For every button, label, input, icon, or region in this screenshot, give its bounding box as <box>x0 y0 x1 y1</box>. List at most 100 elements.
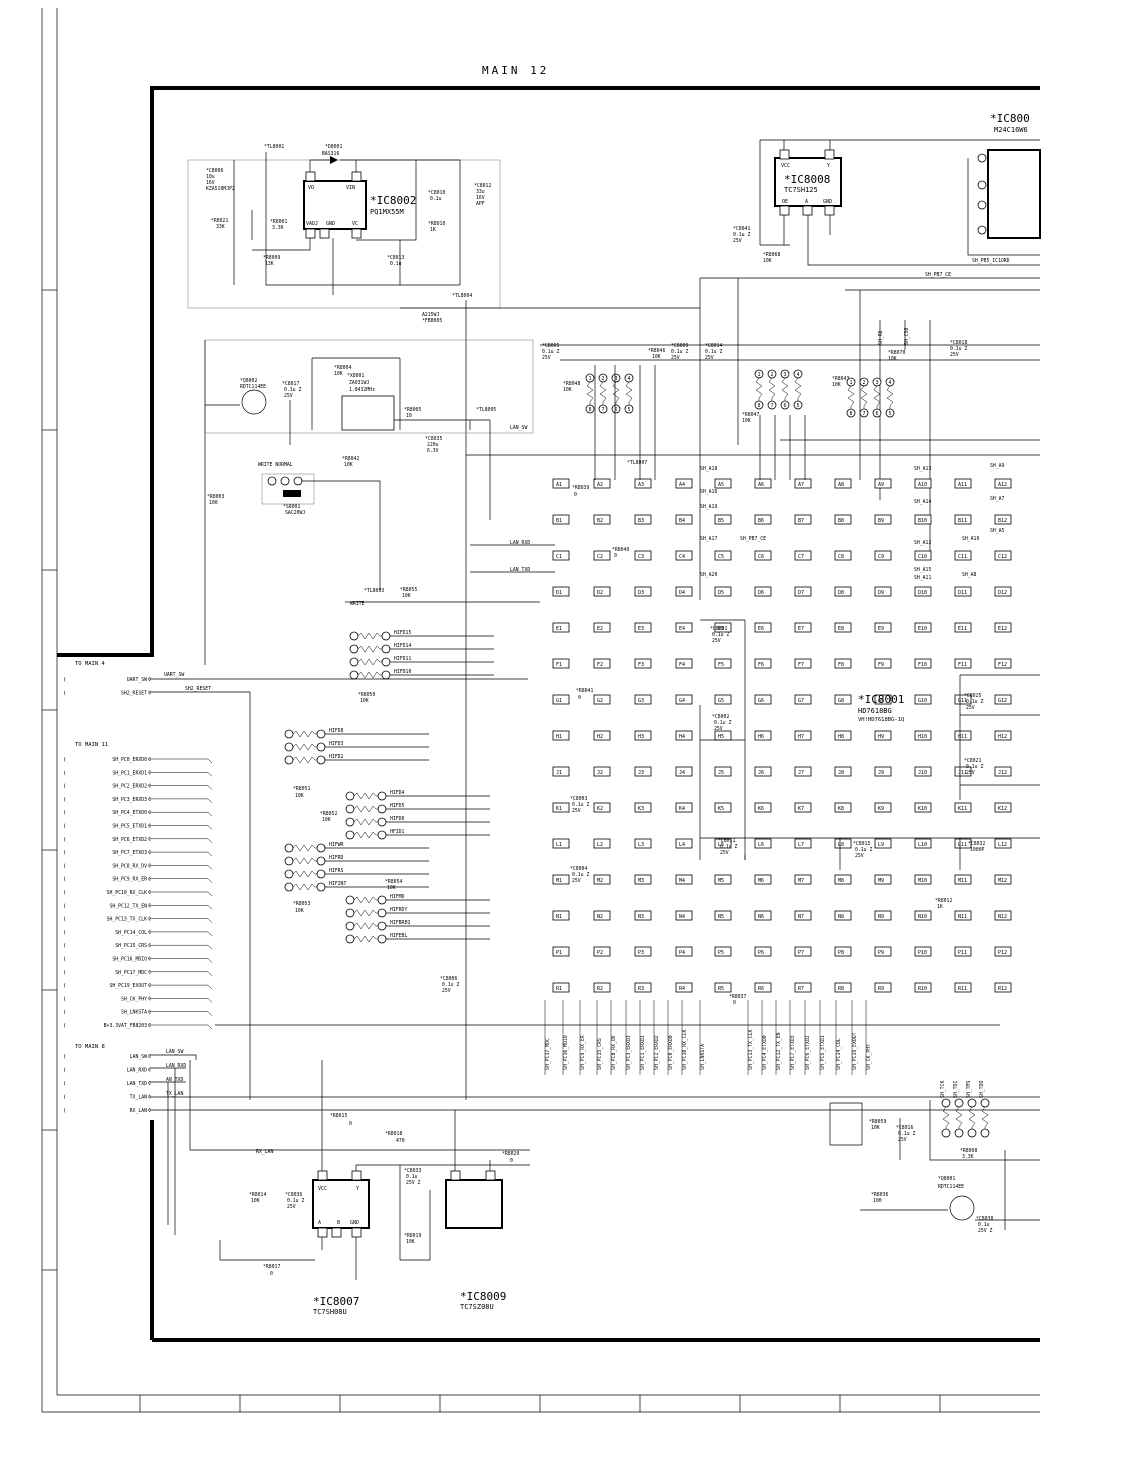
c8004-ref: *C8004 <box>570 866 587 872</box>
bga-pad-label: E6 <box>758 626 764 632</box>
c8001-ref: *C8001 <box>710 626 727 632</box>
bga-pad-label: L7 <box>798 842 804 848</box>
bga-pad-B9: B9 <box>874 514 892 525</box>
net-sh_pc17_mdc: SH_PC17_MDC <box>545 1038 551 1070</box>
bga-pad-M1: M1 <box>552 874 570 885</box>
bga-pad-N4: N4 <box>675 910 693 921</box>
bga-pad-F11: F11 <box>954 658 972 669</box>
ic8001-part: HD7618BG <box>858 707 892 715</box>
c8009-value: 0.1u Z <box>671 349 688 355</box>
net-sh_a19: SH_A19 <box>700 504 717 510</box>
net-sh_a10: SH_A10 <box>962 536 979 542</box>
bga-pad-B3: B3 <box>634 514 652 525</box>
bga-pad-label: L12 <box>998 842 1007 848</box>
net-sh_pc13_tx_clk: SH_PC13_TX_CLK <box>748 1029 754 1070</box>
ic8007-pin-gnd: GND <box>350 1220 359 1226</box>
port-heading: TO MAIN 8 <box>75 1044 105 1050</box>
svg-text:5: 5 <box>628 407 631 413</box>
bga-pad-label: L4 <box>679 842 685 848</box>
r8020-value: 0 <box>510 1158 513 1164</box>
bga-pad-A10: A10 <box>914 478 932 489</box>
net-sh_a13: SH_A13 <box>914 466 931 472</box>
c8036-voltage: 25V <box>287 1204 296 1210</box>
bga-pad-P3: P3 <box>634 946 652 957</box>
bga-pad-L1: L1 <box>552 838 570 849</box>
r8043-value: 10K <box>832 382 841 388</box>
svg-text:(: ( <box>63 770 66 776</box>
svg-text:(: ( <box>63 677 66 683</box>
r8048-value: 10K <box>563 387 572 393</box>
ic8008-ref: *IC8008 <box>784 173 830 186</box>
bga-pad-label: B1 <box>556 518 562 524</box>
bga-pad-label: M6 <box>758 878 764 884</box>
r8004-ref: *R8004 <box>334 365 351 371</box>
bga-pad-M12: M12 <box>994 874 1012 885</box>
port-signal-lan_txd: LAN_TXD <box>127 1081 147 1087</box>
bga-pad-label: M7 <box>798 878 804 884</box>
bga-pad-label: N8 <box>838 914 844 920</box>
net-hifrdy: HIFRDY <box>390 907 407 913</box>
net-sh_a16: SH_A16 <box>700 489 717 495</box>
bga-pad-label: C7 <box>798 554 804 560</box>
ic8007-pin-a: A <box>318 1220 321 1226</box>
bga-pad-label: R10 <box>918 986 927 992</box>
bga-pad-R12: R12 <box>994 982 1012 993</box>
r8041-value: 0 <box>578 695 581 701</box>
bga-pad-label: N7 <box>798 914 804 920</box>
c8016-value: 0.1u Z <box>898 1131 915 1137</box>
net-sh_pc12_tx_en: SH_PC12_TX_EN <box>776 1032 782 1070</box>
svg-text:(: ( <box>63 784 66 790</box>
bga-pad-G6: G6 <box>754 694 772 705</box>
svg-text:(: ( <box>63 890 66 896</box>
bga-pad-R6: R6 <box>754 982 772 993</box>
r8051-ref: *R8051 <box>293 786 310 792</box>
net-sh_a5: SH_A5 <box>990 528 1005 534</box>
c8021-value: 0.1u Z <box>966 764 983 770</box>
net-hifd10: HIFD10 <box>394 669 411 675</box>
svg-text:6: 6 <box>615 407 618 413</box>
bga-pad-label: F3 <box>638 662 644 668</box>
c8006-code: KZA510MJPZ <box>206 186 235 192</box>
bga-pad-C10: C10 <box>914 550 932 561</box>
bga-pad-label: E4 <box>679 626 685 632</box>
bga-pad-label: R3 <box>638 986 644 992</box>
bga-pad-P4: P4 <box>675 946 693 957</box>
address-net-labels: SH_A18SH_A16SH_A19SH_A17SH_A20SH_PB7_CES… <box>700 463 1005 581</box>
bga-pad-label: G5 <box>718 698 724 704</box>
bga-pad-label: D3 <box>638 590 644 596</box>
bga-pad-E8: E8 <box>834 622 852 633</box>
port-heading: TO MAIN 4 <box>75 661 105 667</box>
host-interface-nets: HIFD15HIFD14HIFD11HIFD10HIFD8HIFD3HIFD2H… <box>284 630 494 944</box>
c8025-value: 0.1u Z <box>966 699 983 705</box>
bga-pad-label: D5 <box>718 590 724 596</box>
bga-pad-D2: D2 <box>593 586 611 597</box>
ic8007-block: VCC Y A B GND *IC8007 TC7SH08U <box>312 1170 370 1316</box>
port-signal-sh_pc2_erxd2: SH_PC2_ERXD2 <box>112 784 147 790</box>
ic8001-ref: *IC8001 <box>858 693 904 706</box>
r8003-value: 100 <box>209 500 218 506</box>
eeprom-net: SH_PB5_IC1ORD <box>972 258 1010 264</box>
ic8007-pin-vcc: VCC <box>318 1186 327 1192</box>
bga-pad-D6: D6 <box>754 586 772 597</box>
d8001-value: BAS316 <box>322 151 339 157</box>
bga-pad-label: A11 <box>958 482 967 488</box>
bga-pad-label: H2 <box>597 734 603 740</box>
bga-pad-label: E3 <box>638 626 644 632</box>
r8039-ref: *R8039 <box>572 485 589 491</box>
c8021-voltage: 25V <box>966 770 975 776</box>
net-hifd11: HIFD11 <box>394 656 411 662</box>
c8035-value: 220u <box>427 442 439 448</box>
ic8008-part: TC7SH125 <box>784 186 818 194</box>
c8002-ref: *C8002 <box>712 714 729 720</box>
bga-pad-label: D6 <box>758 590 764 596</box>
net-sh_a17: SH_A17 <box>700 536 717 542</box>
svg-text:2: 2 <box>602 376 605 382</box>
port-heading: TO MAIN 11 <box>75 742 108 748</box>
bga-pad-label: C1 <box>556 554 562 560</box>
bga-pad-C3: C3 <box>634 550 652 561</box>
bga-pad-C1: C1 <box>552 550 570 561</box>
bga-pad-N7: N7 <box>794 910 812 921</box>
bga-pad-B5: B5 <box>714 514 732 525</box>
